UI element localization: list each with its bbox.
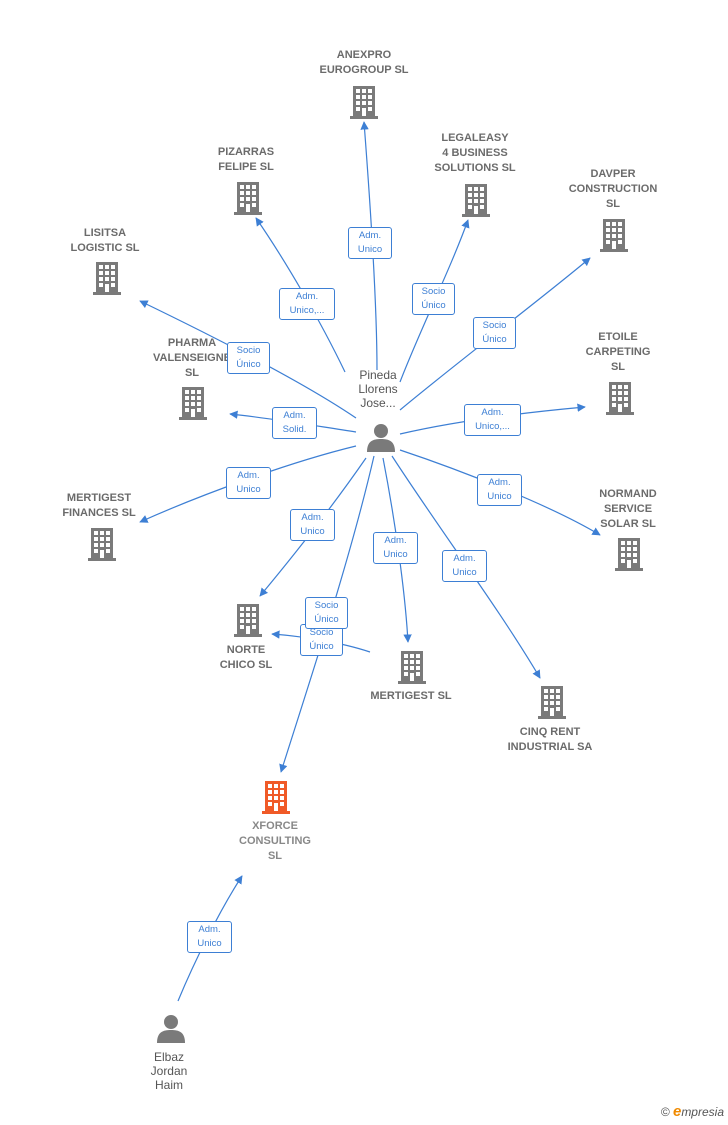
- focus-building-icon: [262, 781, 290, 814]
- edge-label-legaleasy[interactable]: Socio Único: [412, 283, 455, 315]
- building-icon: [234, 604, 262, 637]
- company-name-davper[interactable]: DAVPER CONSTRUCTION SL: [568, 168, 658, 210]
- edge-label-elbaz[interactable]: Adm. Unico: [187, 921, 232, 953]
- company-name-pizarras[interactable]: PIZARRAS FELIPE SL: [217, 146, 275, 173]
- building-icon: [93, 262, 121, 295]
- brand-name: mpresia: [681, 1105, 724, 1119]
- edge-label-cinq[interactable]: Adm. Unico: [442, 550, 487, 582]
- company-name-anexpro[interactable]: ANEXPRO EUROGROUP SL: [319, 49, 409, 76]
- company-name-legaleasy[interactable]: LEGALEASY 4 BUSINESS SOLUTIONS SL: [434, 132, 516, 174]
- edge-label-mertigest-finances[interactable]: Adm. Unico: [226, 467, 271, 499]
- center-person-name[interactable]: Pineda Llorens Jose...: [358, 368, 398, 410]
- company-name-mertigest-finances[interactable]: MERTIGEST FINANCES SL: [62, 492, 136, 519]
- building-icon: [179, 387, 207, 420]
- edge-label-pizarras[interactable]: Adm. Unico,...: [279, 288, 335, 320]
- brand-logo: © empresia: [661, 1103, 724, 1120]
- building-icon: [234, 182, 262, 215]
- edge-label-norte-a[interactable]: Adm. Unico: [290, 509, 335, 541]
- edge-label-pharma[interactable]: Adm. Solid.: [272, 407, 317, 439]
- building-icon: [398, 651, 426, 684]
- company-name-etoile[interactable]: ETOILE CARPETING SL: [585, 331, 651, 373]
- building-icon: [606, 382, 634, 415]
- company-name-normand[interactable]: NORMAND SERVICE SOLAR SL: [599, 488, 657, 530]
- building-icon: [88, 528, 116, 561]
- company-name-lisitsa[interactable]: LISITSA LOGISTIC SL: [70, 227, 140, 254]
- person-icon: [157, 1015, 185, 1043]
- building-icon: [350, 86, 378, 119]
- copyright-mark: ©: [660, 1105, 670, 1119]
- building-icon: [615, 538, 643, 571]
- company-name-cinq[interactable]: CINQ RENT INDUSTRIAL SA: [507, 726, 593, 753]
- building-icon: [462, 184, 490, 217]
- company-name-norte[interactable]: NORTE CHICO SL: [219, 644, 273, 671]
- brand-initial: e: [672, 1103, 682, 1120]
- company-name-pharma[interactable]: PHARMA VALENSEIGNE SL: [152, 337, 232, 379]
- edge-label-normand[interactable]: Adm. Unico: [477, 474, 522, 506]
- edge-label-xforce[interactable]: Socio Único: [305, 597, 348, 629]
- edge-label-mertigest[interactable]: Adm. Unico: [373, 532, 418, 564]
- building-icon: [600, 219, 628, 252]
- person-icon: [367, 424, 395, 452]
- edge-label-etoile[interactable]: Adm. Unico,...: [464, 404, 521, 436]
- edge-label-davper[interactable]: Socio Único: [473, 317, 516, 349]
- secondary-person-name[interactable]: Elbaz Jordan Haim: [150, 1050, 188, 1092]
- building-icon: [538, 686, 566, 719]
- company-name-mertigest[interactable]: MERTIGEST SL: [370, 690, 452, 702]
- focus-company-name[interactable]: XFORCE CONSULTING SL: [239, 820, 311, 862]
- edge-label-lisitsa[interactable]: Socio Único: [227, 342, 270, 374]
- edge-label-anexpro[interactable]: Adm. Unico: [348, 227, 392, 259]
